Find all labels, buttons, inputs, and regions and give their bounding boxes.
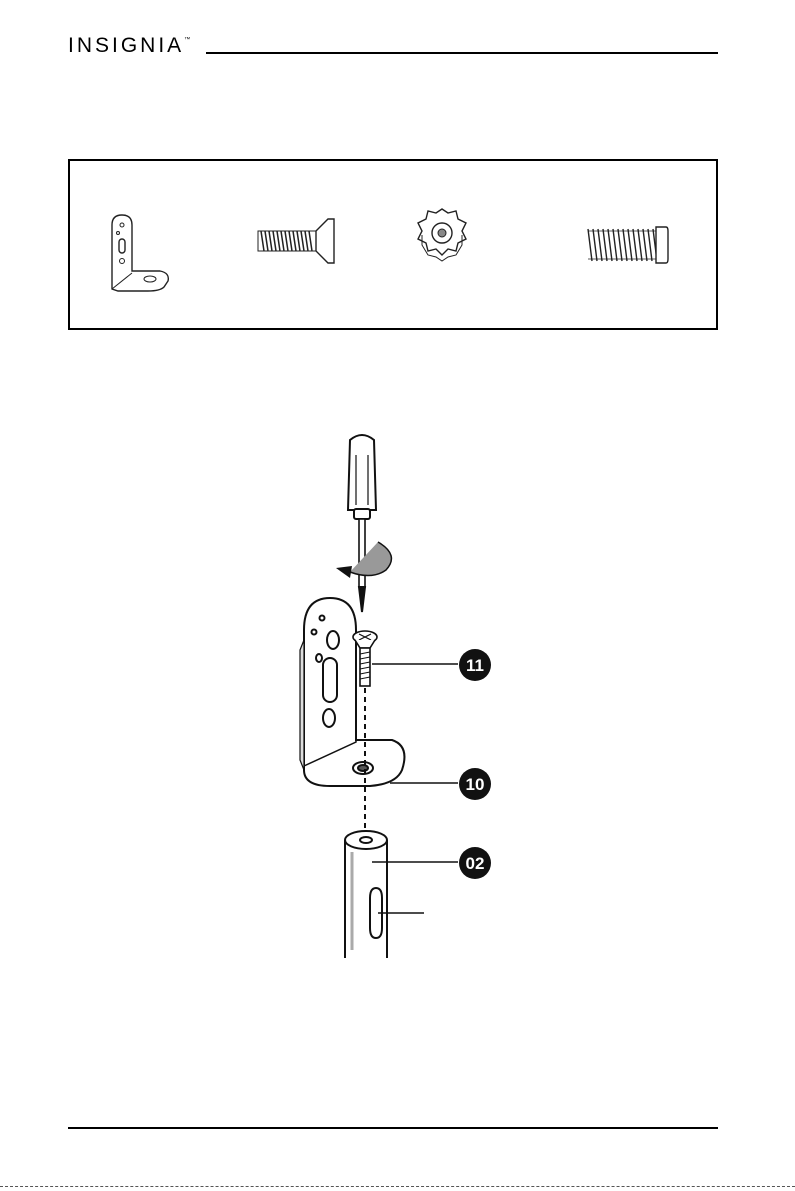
callout-11: 11 [458, 648, 492, 682]
callout-10: 10 [458, 767, 492, 801]
screwdriver-icon [348, 435, 376, 612]
page-cut-line [0, 1186, 795, 1187]
callout-11-label: 11 [466, 656, 484, 675]
callout-10-label: 10 [466, 775, 485, 794]
footer-rule [68, 1127, 718, 1129]
mounting-bracket [300, 598, 404, 786]
pole-part [345, 831, 387, 958]
callout-02: 02 [458, 846, 492, 880]
leader-lines [372, 664, 458, 913]
callout-02-label: 02 [466, 854, 485, 873]
